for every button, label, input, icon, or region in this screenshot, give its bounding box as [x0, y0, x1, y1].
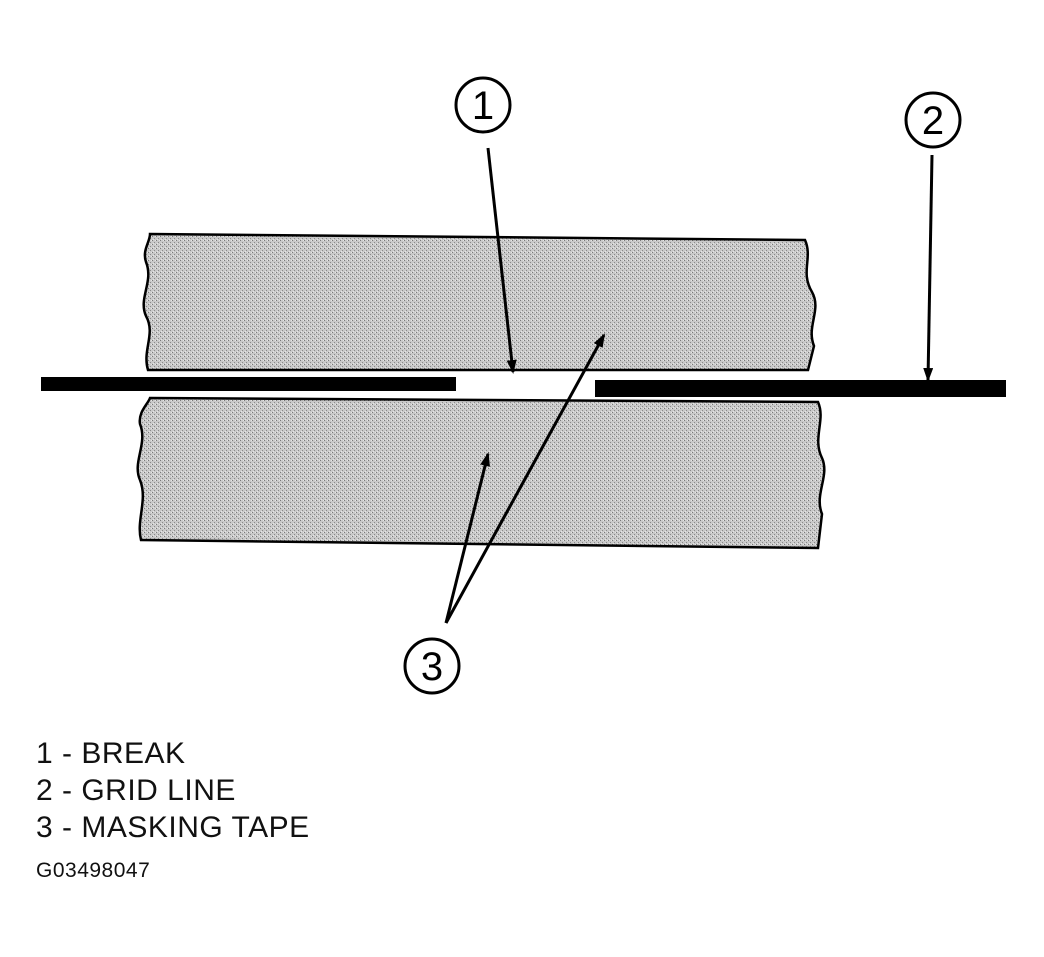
figure-id: G03498047: [36, 859, 151, 882]
leader-line-tape-upper: [444, 333, 606, 624]
leader-line-break: [486, 147, 517, 374]
callout-2-number: 2: [922, 99, 944, 143]
callout-2: 2: [904, 91, 962, 149]
masking-tape-lower: [136, 396, 826, 550]
callout-1-number: 1: [472, 84, 494, 128]
callout-3: 3: [403, 637, 461, 695]
leader-line-grid: [923, 154, 934, 382]
legend: 1 - BREAK 2 - GRID LINE 3 - MASKING TAPE: [36, 735, 310, 846]
legend-item-break: 1 - BREAK: [36, 737, 186, 770]
grid-line-right-segment: [595, 380, 1006, 397]
legend-item-grid-line: 2 - GRID LINE: [36, 774, 236, 807]
masking-tape-upper: [142, 232, 817, 372]
leader-line-tape-lower: [444, 452, 490, 624]
grid-line-left-segment: [41, 377, 456, 391]
callout-1: 1: [454, 76, 512, 134]
legend-item-masking-tape: 3 - MASKING TAPE: [36, 811, 310, 844]
callout-3-number: 3: [421, 645, 443, 689]
